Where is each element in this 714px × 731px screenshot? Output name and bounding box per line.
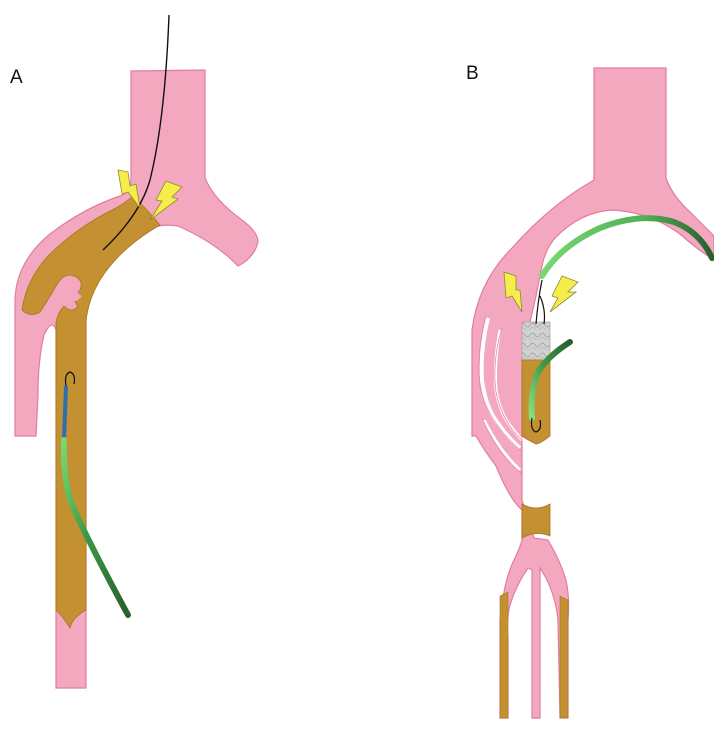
lightning-bolt-icon [550, 276, 578, 312]
panel-a-catheter-blue [64, 386, 66, 440]
panel-a-vessel [15, 70, 258, 688]
panel-b-occlusion-lower [522, 504, 550, 538]
panel-b-label: B [466, 63, 479, 84]
panel-b: B [466, 63, 714, 718]
panel-a: A [10, 15, 258, 688]
panel-a-label: A [10, 67, 23, 88]
panel-b-stent-graft [522, 322, 550, 360]
